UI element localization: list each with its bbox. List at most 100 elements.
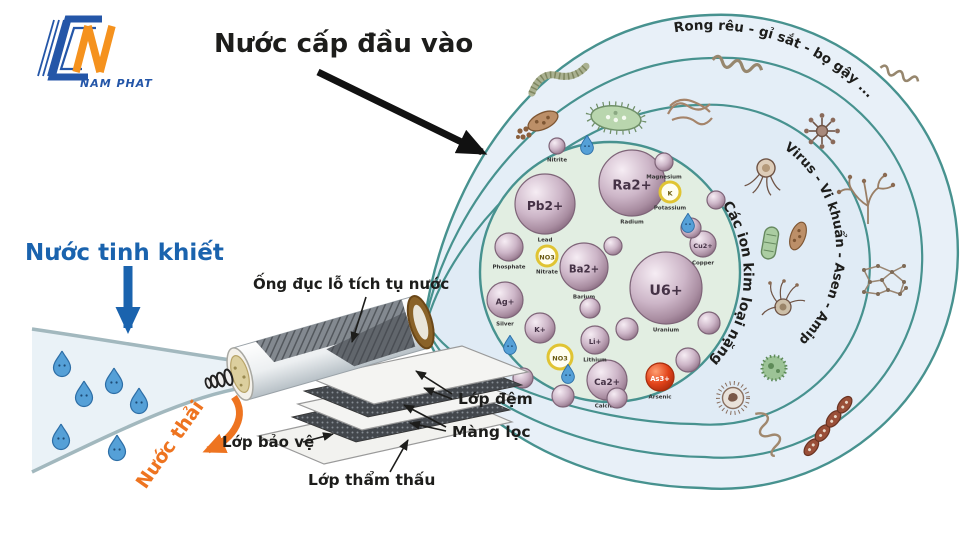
waste-water-arrow-icon bbox=[202, 394, 243, 454]
pointer-osmosis bbox=[389, 439, 409, 473]
water-drop-icon bbox=[51, 423, 71, 451]
ion-sphere-small bbox=[606, 387, 628, 409]
organism-green-amoeba-icon bbox=[760, 354, 788, 382]
ion-sphere-magnesium: Magnesium bbox=[646, 152, 682, 181]
organism-worm-icon bbox=[528, 62, 590, 97]
svg-text:Barium: Barium bbox=[573, 295, 595, 301]
svg-text:K+: K+ bbox=[534, 325, 545, 334]
organism-hydra-flagellate-icon bbox=[761, 279, 806, 316]
logo-blue-bracket bbox=[47, 15, 102, 81]
ion-sphere-ba2: Ba2+ Barium bbox=[559, 242, 609, 301]
svg-text:Nitrate: Nitrate bbox=[536, 270, 558, 276]
organism-algae-network-icon bbox=[862, 264, 908, 296]
svg-text:Li+: Li+ bbox=[589, 338, 601, 346]
core-speck bbox=[242, 375, 246, 379]
organism-spiral-icon bbox=[755, 412, 782, 457]
svg-text:Silver: Silver bbox=[496, 322, 514, 328]
svg-text:Radium: Radium bbox=[620, 220, 644, 226]
organism-rod-bacteria-icon bbox=[527, 110, 559, 132]
core-speck bbox=[239, 383, 243, 387]
ion-sphere-small bbox=[615, 317, 639, 341]
svg-text:Pb2+: Pb2+ bbox=[527, 199, 563, 213]
svg-text:U6+: U6+ bbox=[649, 283, 682, 299]
label-pointers bbox=[302, 296, 453, 473]
ion-sphere-ag: Ag+ Silver bbox=[486, 281, 524, 328]
ion-sphere-pb2: Pb2+ Lead bbox=[514, 173, 576, 244]
logo-text: NAM PHAT bbox=[80, 77, 153, 90]
osmosis-label: Lớp thẩm thấu bbox=[308, 470, 435, 489]
svg-text:NO3: NO3 bbox=[552, 355, 568, 363]
organism-algae-tangle-icon bbox=[667, 98, 713, 126]
svg-text:Nitrite: Nitrite bbox=[547, 158, 567, 164]
svg-text:Phosphate: Phosphate bbox=[493, 265, 526, 271]
water-drop-icon bbox=[52, 350, 72, 378]
svg-text:Calcium: Calcium bbox=[595, 404, 620, 410]
water-drop-icon bbox=[580, 135, 594, 155]
water-drop-icon bbox=[107, 434, 127, 462]
ion-sphere-as3: As3+ Arsenic bbox=[645, 362, 675, 401]
water-drop-icon bbox=[681, 213, 695, 233]
water-drop-icon bbox=[129, 387, 149, 415]
ion-sphere-k: K Potassium bbox=[654, 180, 686, 212]
organism-spirillum-chain-icon bbox=[711, 54, 764, 74]
organism-rod-bacteria-icon bbox=[789, 221, 807, 251]
logo-orange-n bbox=[72, 25, 116, 73]
svg-text:As3+: As3+ bbox=[650, 375, 670, 383]
svg-text:Ag+: Ag+ bbox=[496, 297, 515, 307]
water-drop-icon bbox=[74, 380, 94, 408]
svg-text:K: K bbox=[667, 189, 673, 197]
bubble-water-drops bbox=[503, 135, 695, 384]
svg-text:Lithium: Lithium bbox=[583, 358, 607, 364]
water-drop-icon bbox=[104, 367, 124, 395]
svg-text:Arsenic: Arsenic bbox=[648, 395, 671, 401]
membrane-label: Màng lọc bbox=[452, 423, 531, 441]
microorganisms-layer bbox=[516, 54, 920, 457]
water-drop-icon bbox=[503, 335, 517, 355]
ion-sphere-u6: U6+Uranium bbox=[629, 251, 703, 334]
svg-text:Ba2+: Ba2+ bbox=[569, 264, 599, 275]
organism-green-capsule-icon bbox=[760, 226, 780, 260]
organism-spirillum-chain-icon bbox=[879, 64, 920, 83]
svg-text:Lead: Lead bbox=[538, 238, 553, 244]
page-title: Nước cấp đầu vào bbox=[214, 28, 473, 59]
ro-membrane-filter bbox=[204, 295, 435, 401]
ion-sphere-li: Li+ Lithium bbox=[580, 325, 610, 364]
svg-text:Ca2+: Ca2+ bbox=[594, 378, 620, 388]
ion-sphere-no3: NO3 bbox=[546, 343, 574, 371]
organism-diatom-chain-icon bbox=[803, 395, 853, 457]
pointer-protective bbox=[302, 432, 334, 443]
organism-virus-star-icon bbox=[804, 113, 840, 149]
pointer-membrane-2 bbox=[409, 420, 447, 432]
organism-flagellate-icon bbox=[744, 158, 781, 196]
tube-end-opening bbox=[413, 304, 429, 340]
organism-small-cluster-icon bbox=[516, 126, 532, 140]
protective-label: Lớp bảo vệ bbox=[222, 433, 314, 451]
rolled-membrane-band bbox=[255, 299, 409, 363]
pointer-membrane-1 bbox=[403, 404, 447, 428]
pointer-tube bbox=[350, 296, 367, 343]
ion-sphere-cu2: Cu2+Copper bbox=[689, 230, 717, 267]
svg-text:Potassium: Potassium bbox=[654, 206, 686, 212]
pointer-cushion-2 bbox=[423, 387, 453, 400]
spring-coil bbox=[204, 377, 212, 389]
ion-sphere-phosphate: Phosphate bbox=[493, 232, 526, 271]
company-logo: NAM PHAT bbox=[37, 15, 153, 90]
pure-water-drops bbox=[51, 350, 149, 462]
input-water-arrow-icon bbox=[316, 68, 488, 156]
svg-text:Copper: Copper bbox=[692, 261, 714, 267]
tube-cutaway-hatch bbox=[326, 312, 416, 367]
svg-text:Magnesium: Magnesium bbox=[646, 175, 682, 181]
svg-text:Ra2+: Ra2+ bbox=[612, 179, 651, 194]
svg-text:NO3: NO3 bbox=[539, 253, 555, 261]
ion-sphere-small bbox=[551, 384, 575, 408]
ion-sphere-small bbox=[579, 297, 601, 319]
ion-sphere-nitrite: Nitrite bbox=[547, 137, 567, 164]
ion-sphere-small bbox=[706, 190, 726, 210]
organism-spiky-virus-icon bbox=[716, 381, 750, 415]
water-drop-icon bbox=[561, 364, 575, 384]
core-speck bbox=[233, 366, 237, 370]
